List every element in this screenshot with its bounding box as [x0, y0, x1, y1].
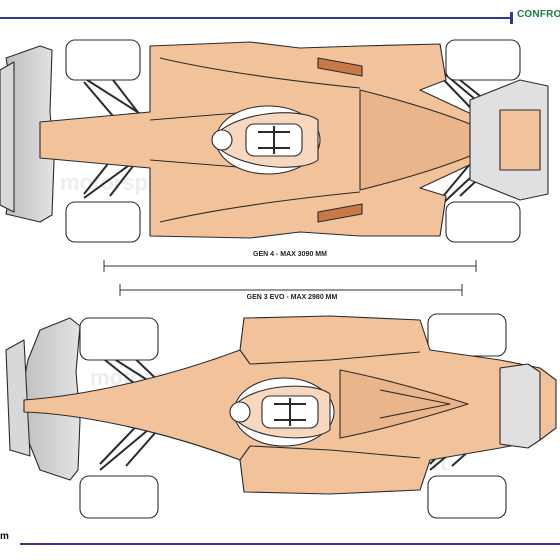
gen4-rear-right-tire: [65, 201, 141, 243]
gen3-rear-suspension: [99, 349, 171, 471]
gen4-front-right-tire: [445, 201, 521, 243]
brand-logo-fragment: m: [0, 531, 9, 542]
footer-rule: [20, 543, 560, 545]
gen3-front-wing: [499, 363, 541, 449]
gen4-rear-left-tire: [65, 39, 141, 81]
gen3-rear-left-tire: [79, 317, 159, 361]
gen4-dimension: [103, 260, 477, 272]
gen4-front-left-tire: [445, 39, 521, 81]
gen4-car: [0, 39, 549, 243]
gen3-dimension: [119, 284, 463, 296]
gen3-length-label: GEN 3 EVO - MAX 2980 MM: [246, 294, 338, 301]
gen3-front-left-tire: [427, 313, 507, 357]
header-rule: [0, 17, 510, 19]
gen4-rear-suspension: [83, 75, 151, 199]
gen3-rear-right-tire: [79, 475, 159, 519]
gen3-car: [5, 313, 557, 519]
header-rule-cap: [510, 12, 513, 24]
gen3-front-right-tire: [427, 475, 507, 519]
section-title: CONFRONT: [517, 9, 560, 20]
gen4-length-label: GEN 4 - MAX 3090 MM: [253, 251, 327, 258]
